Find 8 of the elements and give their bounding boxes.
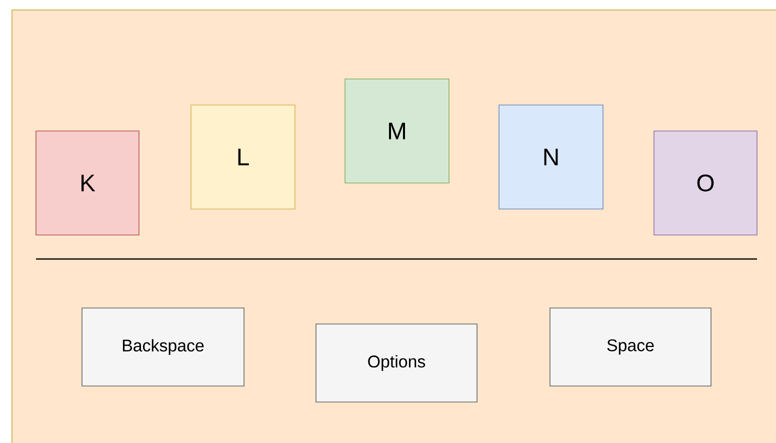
key-box: L <box>190 104 296 210</box>
key-box: N <box>498 104 604 210</box>
button-box: Options <box>316 324 478 402</box>
button-box: Backspace <box>82 308 244 386</box>
key-box: M <box>344 78 450 184</box>
key-box: O <box>654 130 758 236</box>
key-box: K <box>36 130 140 236</box>
button-box: Space <box>550 308 712 386</box>
